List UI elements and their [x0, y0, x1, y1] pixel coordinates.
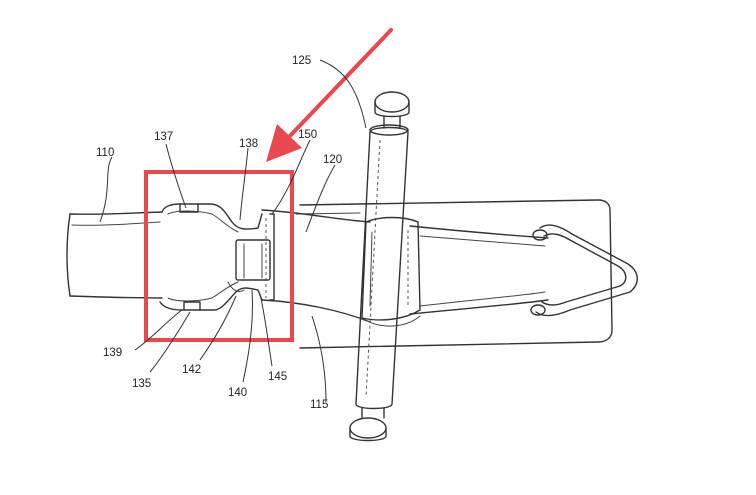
label-137: 137 [154, 131, 173, 143]
label-150: 150 [298, 129, 317, 141]
buckle-assembly [159, 203, 275, 311]
left-strap [66, 211, 163, 299]
highlight-box [144, 170, 294, 342]
middle-strap [261, 209, 549, 323]
reference-labels: 110 137 138 150 125 120 139 135 142 140 … [96, 55, 342, 411]
label-120: 120 [323, 154, 342, 166]
label-135: 135 [132, 378, 151, 390]
label-115: 115 [310, 399, 328, 411]
label-138: 138 [239, 138, 258, 150]
pin-125 [349, 91, 410, 442]
pin-sleeve [361, 216, 421, 327]
label-142: 142 [182, 364, 201, 376]
label-139: 139 [103, 347, 122, 359]
right-plate [295, 199, 613, 349]
wire-loop [530, 224, 638, 317]
label-140: 140 [228, 387, 247, 399]
leader-lines [99, 59, 367, 403]
label-125: 125 [292, 55, 311, 67]
pointer-arrow [266, 28, 393, 162]
label-145: 145 [268, 371, 287, 383]
label-110: 110 [96, 147, 114, 159]
